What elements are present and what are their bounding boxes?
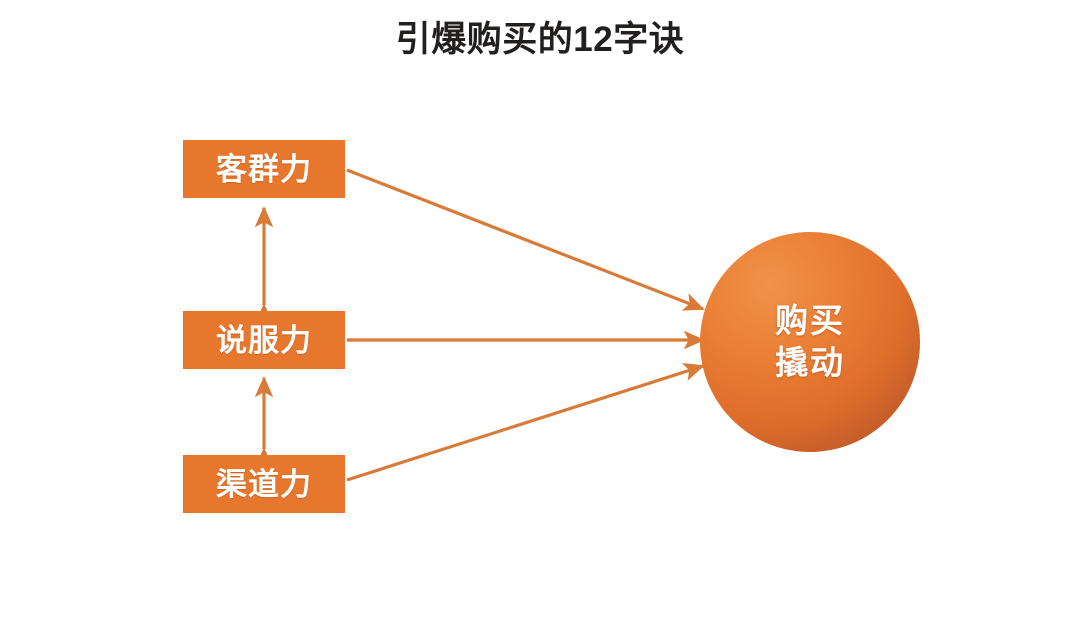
- factor-box-persuasion[interactable]: 说服力: [183, 311, 345, 369]
- factor-label: 说服力: [216, 322, 312, 358]
- connector-factor-0-to-hub: [346, 168, 705, 311]
- factor-box-customer-group[interactable]: 客群力: [183, 140, 345, 198]
- factor-label: 客群力: [216, 151, 312, 187]
- page-title: 引爆购买的12字诀: [395, 20, 685, 59]
- hub-line-1: 购买: [775, 301, 845, 339]
- hub-line-2: 撬动: [775, 344, 845, 381]
- factor-label: 渠道力: [216, 466, 312, 502]
- hub-node-purchase-leverage[interactable]: 购买 撬动: [700, 232, 920, 452]
- factor-box-channel[interactable]: 渠道力: [183, 455, 345, 513]
- connector-factor-2-to-hub: [346, 363, 705, 482]
